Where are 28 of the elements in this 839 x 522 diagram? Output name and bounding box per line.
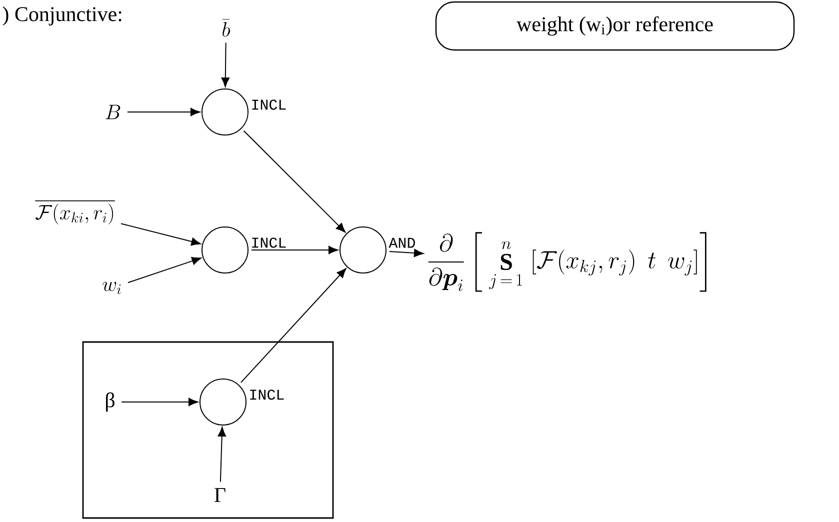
arrow [251, 246, 338, 254]
arrow [240, 268, 346, 383]
arrow [388, 248, 424, 258]
frame-box [82, 341, 334, 519]
rounded-box: weight (w$_{i}$)or reference [435, 1, 795, 51]
node-circle [340, 226, 386, 274]
gate-label: INCL [252, 238, 286, 248]
arrow [221, 42, 230, 88]
arrow [218, 426, 226, 482]
gate-label: INCL [250, 390, 284, 400]
node-circle [202, 226, 248, 274]
input-label: β [106, 392, 114, 412]
node-circle [202, 88, 248, 136]
gate-label: AND [388, 238, 415, 248]
input-label: $\overline{\mathcal{F}(x_{ki}, r_{i})}$ [35, 200, 115, 224]
input-label: $B$ [106, 104, 120, 120]
input-label: $\bar{b}$ [222, 19, 230, 37]
gate-label: INCL [252, 100, 286, 110]
input-label: $w_{i}$ [102, 282, 121, 294]
arrow [243, 130, 346, 233]
arrow [121, 398, 198, 406]
formula: $\frac{\partial}{\partial \boldsymbol{p}_{i}}\left[\;\mathop{\mathbf{S}}\limits_{j\,=\,1}^{n}\;[\mathcal{F}(x_{kj}, r_{j})\;\,t\;\,w_{j}]\right]$ [428, 232, 706, 292]
arrow [127, 256, 202, 284]
arrow [126, 108, 200, 116]
arrow [120, 223, 201, 246]
node-circle [200, 378, 246, 426]
heading: ) Conjunctive: [2, 6, 122, 26]
input-label: Γ [214, 488, 226, 502]
